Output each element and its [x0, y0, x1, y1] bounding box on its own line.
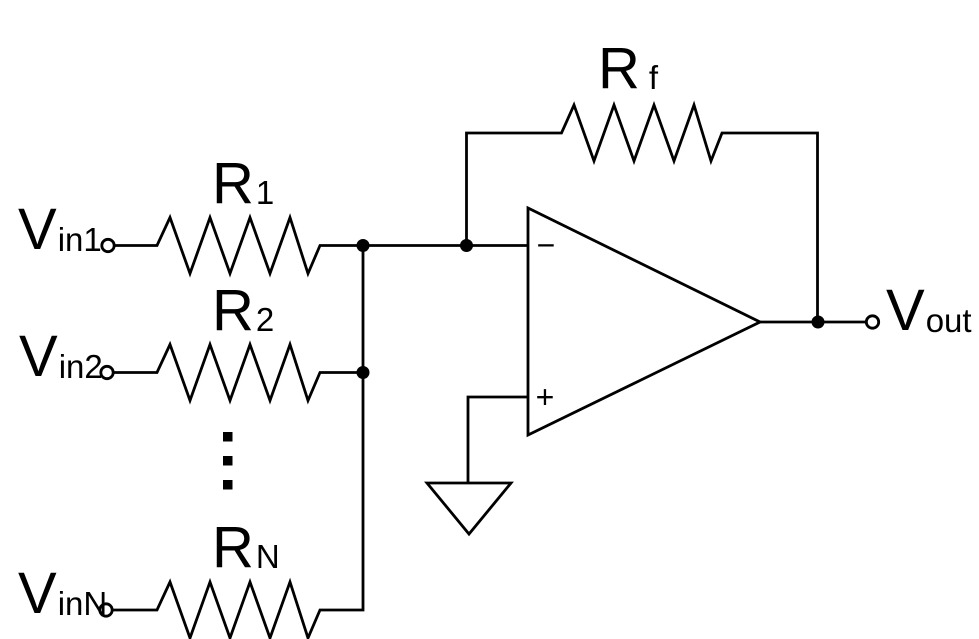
junction-bus-row1: [356, 239, 370, 252]
label-vout: Vout: [886, 278, 972, 343]
terminal-vout: [864, 314, 881, 330]
input-row-1: Vin1 R1: [18, 151, 528, 278]
label-rn: RN: [212, 515, 280, 580]
input-row-n: VinN RN: [18, 245, 365, 639]
ellipsis-dots: [223, 432, 233, 490]
junction-feedback-input: [460, 239, 473, 252]
op-amp: − +: [526, 205, 764, 438]
output-branch: Vout: [760, 278, 972, 343]
label-vinn: VinN: [18, 561, 107, 626]
resistor-rf: [465, 100, 819, 322]
op-amp-triangle: [526, 205, 764, 438]
junction-dots: [356, 239, 825, 379]
label-vin1: Vin1: [18, 197, 102, 262]
label-r2: R2: [212, 278, 274, 343]
ground-branch: [424, 395, 528, 537]
terminal-vin1: [100, 237, 116, 254]
ground-icon: [424, 481, 514, 537]
resistor-r2: [113, 340, 363, 405]
junction-output: [811, 315, 825, 329]
junction-bus-row2: [356, 366, 370, 379]
terminal-vinn: [98, 602, 114, 618]
inverting-input-sign: −: [537, 227, 556, 263]
label-vin2: Vin2: [19, 324, 103, 389]
input-row-2: Vin2 R2: [19, 278, 363, 405]
label-r1: R1: [212, 151, 274, 216]
terminal-vin2: [99, 364, 115, 381]
resistor-r1: [114, 213, 528, 278]
noninverting-input-sign: +: [536, 379, 555, 415]
noninverting-wire: [466, 395, 528, 483]
resistor-rn: [112, 245, 365, 639]
